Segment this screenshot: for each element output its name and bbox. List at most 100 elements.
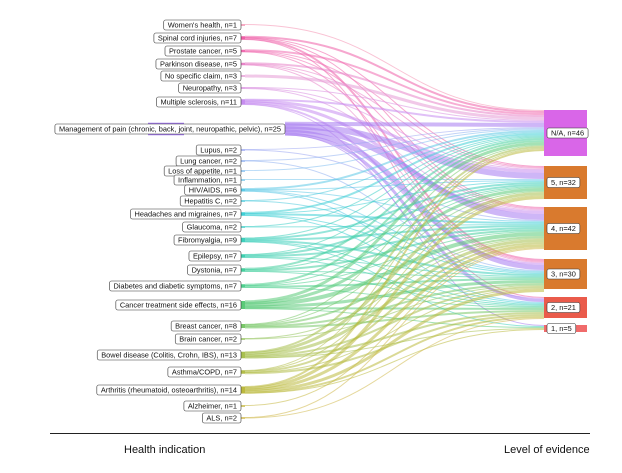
source-label-box xyxy=(115,299,242,311)
sankey-links xyxy=(244,24,545,419)
source-label: ALS, n=2 xyxy=(202,412,242,424)
source-node-bar xyxy=(241,24,245,26)
source-label: Women's health, n=1 xyxy=(163,19,242,31)
sankey-link xyxy=(244,87,545,121)
sankey-link xyxy=(244,136,545,239)
source-label-text: Neuropathy, n=3 xyxy=(183,84,237,93)
sankey-link xyxy=(244,62,545,117)
source-node-bar xyxy=(241,87,245,89)
sankey-link xyxy=(244,312,545,359)
source-label: Multiple sclerosis, n=11 xyxy=(156,96,242,108)
sankey-link xyxy=(244,196,545,390)
source-node-bar xyxy=(241,417,245,419)
source-label-box xyxy=(163,19,242,31)
source-label-box xyxy=(153,32,242,44)
source-label: Headaches and migraines, n=7 xyxy=(130,208,242,220)
source-node-bar xyxy=(241,149,245,151)
sankey-link xyxy=(244,186,545,270)
sankey-link xyxy=(244,133,545,214)
source-label: Cancer treatment side effects, n=16 xyxy=(115,299,242,311)
sankey-link xyxy=(244,247,545,406)
sankey-link xyxy=(244,316,545,394)
source-label: Hepatitis C, n=2 xyxy=(179,195,242,207)
sankey-link xyxy=(244,192,545,355)
source-label: Arthritis (rheumatoid, osteoarthritis), … xyxy=(96,384,242,396)
sankey-link xyxy=(244,283,545,328)
source-label: Prostate cancer, n=5 xyxy=(164,45,242,57)
sankey-link xyxy=(244,138,545,270)
sankey-link xyxy=(244,142,545,304)
source-label-text: Arthritis (rheumatoid, osteoarthritis), … xyxy=(101,386,237,395)
source-label-box xyxy=(155,58,242,70)
sankey-link xyxy=(244,137,545,255)
target-label: 1, n=5 xyxy=(546,323,577,334)
source-label-text: Multiple sclerosis, n=11 xyxy=(161,98,237,107)
source-node-bar xyxy=(241,160,245,162)
sankey-link xyxy=(244,187,545,286)
sankey-link xyxy=(244,329,545,394)
sankey-link xyxy=(244,286,545,358)
source-label-box xyxy=(167,366,242,378)
sankey-link xyxy=(244,224,545,228)
target-label-text: 5, n=32 xyxy=(551,178,576,187)
source-label: Alzheimer, n=1 xyxy=(183,400,242,412)
source-label-text: Glaucoma, n=2 xyxy=(187,223,237,232)
sankey-link xyxy=(244,189,545,222)
source-label-text: Hepatitis C, n=2 xyxy=(184,197,237,206)
source-label: Epilepsy, n=7 xyxy=(188,250,242,262)
source-label-text: Spinal cord injuries, n=7 xyxy=(158,34,237,43)
target-label-text: 4, n=42 xyxy=(551,224,576,233)
sankey-link xyxy=(284,129,545,270)
source-node-bar xyxy=(241,237,245,243)
source-node-bar xyxy=(241,284,245,288)
source-node-bar xyxy=(241,226,245,228)
source-label-text: Inflammation, n=1 xyxy=(178,176,237,185)
source-label: Management of pain (chronic, back, joint… xyxy=(54,123,286,135)
target-label-box xyxy=(546,323,577,334)
source-node-bar xyxy=(241,268,245,272)
sankey-link xyxy=(244,238,545,339)
source-node-bar xyxy=(241,36,245,40)
source-label: Diabetes and diabetic symptoms, n=7 xyxy=(109,280,242,292)
source-label-text: HIV/AIDS, n=6 xyxy=(189,186,237,195)
source-node-bar xyxy=(241,49,245,53)
source-label: Parkinson disease, n=5 xyxy=(155,58,242,70)
sankey-link xyxy=(244,239,545,357)
sankey-link xyxy=(284,123,545,179)
source-node-bar xyxy=(241,338,245,340)
source-label-box xyxy=(96,384,242,396)
source-label-box xyxy=(54,123,286,135)
source-node-bar xyxy=(241,62,245,66)
sankey-link xyxy=(244,145,545,325)
sankey-link xyxy=(244,188,545,305)
source-label-text: Management of pain (chronic, back, joint… xyxy=(59,125,281,134)
source-label-box xyxy=(184,184,242,196)
sankey-link xyxy=(244,190,545,272)
source-node-bar xyxy=(241,351,245,359)
source-label-box xyxy=(156,96,242,108)
source-node-bar xyxy=(241,212,245,216)
source-label-text: Lung cancer, n=2 xyxy=(180,157,237,166)
source-label: Inflammation, n=1 xyxy=(173,174,242,186)
sankey-link xyxy=(244,318,545,419)
target-nodes xyxy=(544,110,587,332)
sankey-link xyxy=(244,214,545,274)
source-label-box xyxy=(109,280,242,292)
target-label: 2, n=21 xyxy=(546,302,581,313)
source-node-bar xyxy=(241,75,245,77)
source-node-bar xyxy=(241,200,245,202)
sankey-link xyxy=(244,35,545,113)
source-label-box xyxy=(187,264,242,276)
source-label: Fibromyalgia, n=9 xyxy=(173,234,242,246)
source-label-box xyxy=(173,234,242,246)
source-label: Bowel disease (Colitis, Crohn, IBS), n=1… xyxy=(96,349,242,361)
target-label-box xyxy=(546,223,581,234)
sankey-link xyxy=(244,285,545,340)
source-node-bar xyxy=(241,405,245,407)
sankey-link xyxy=(244,241,545,327)
source-label: Lung cancer, n=2 xyxy=(175,155,242,167)
source-label: Loss of appetite, n=1 xyxy=(163,165,242,177)
source-label-box xyxy=(195,144,242,156)
source-node-bar xyxy=(241,179,245,181)
